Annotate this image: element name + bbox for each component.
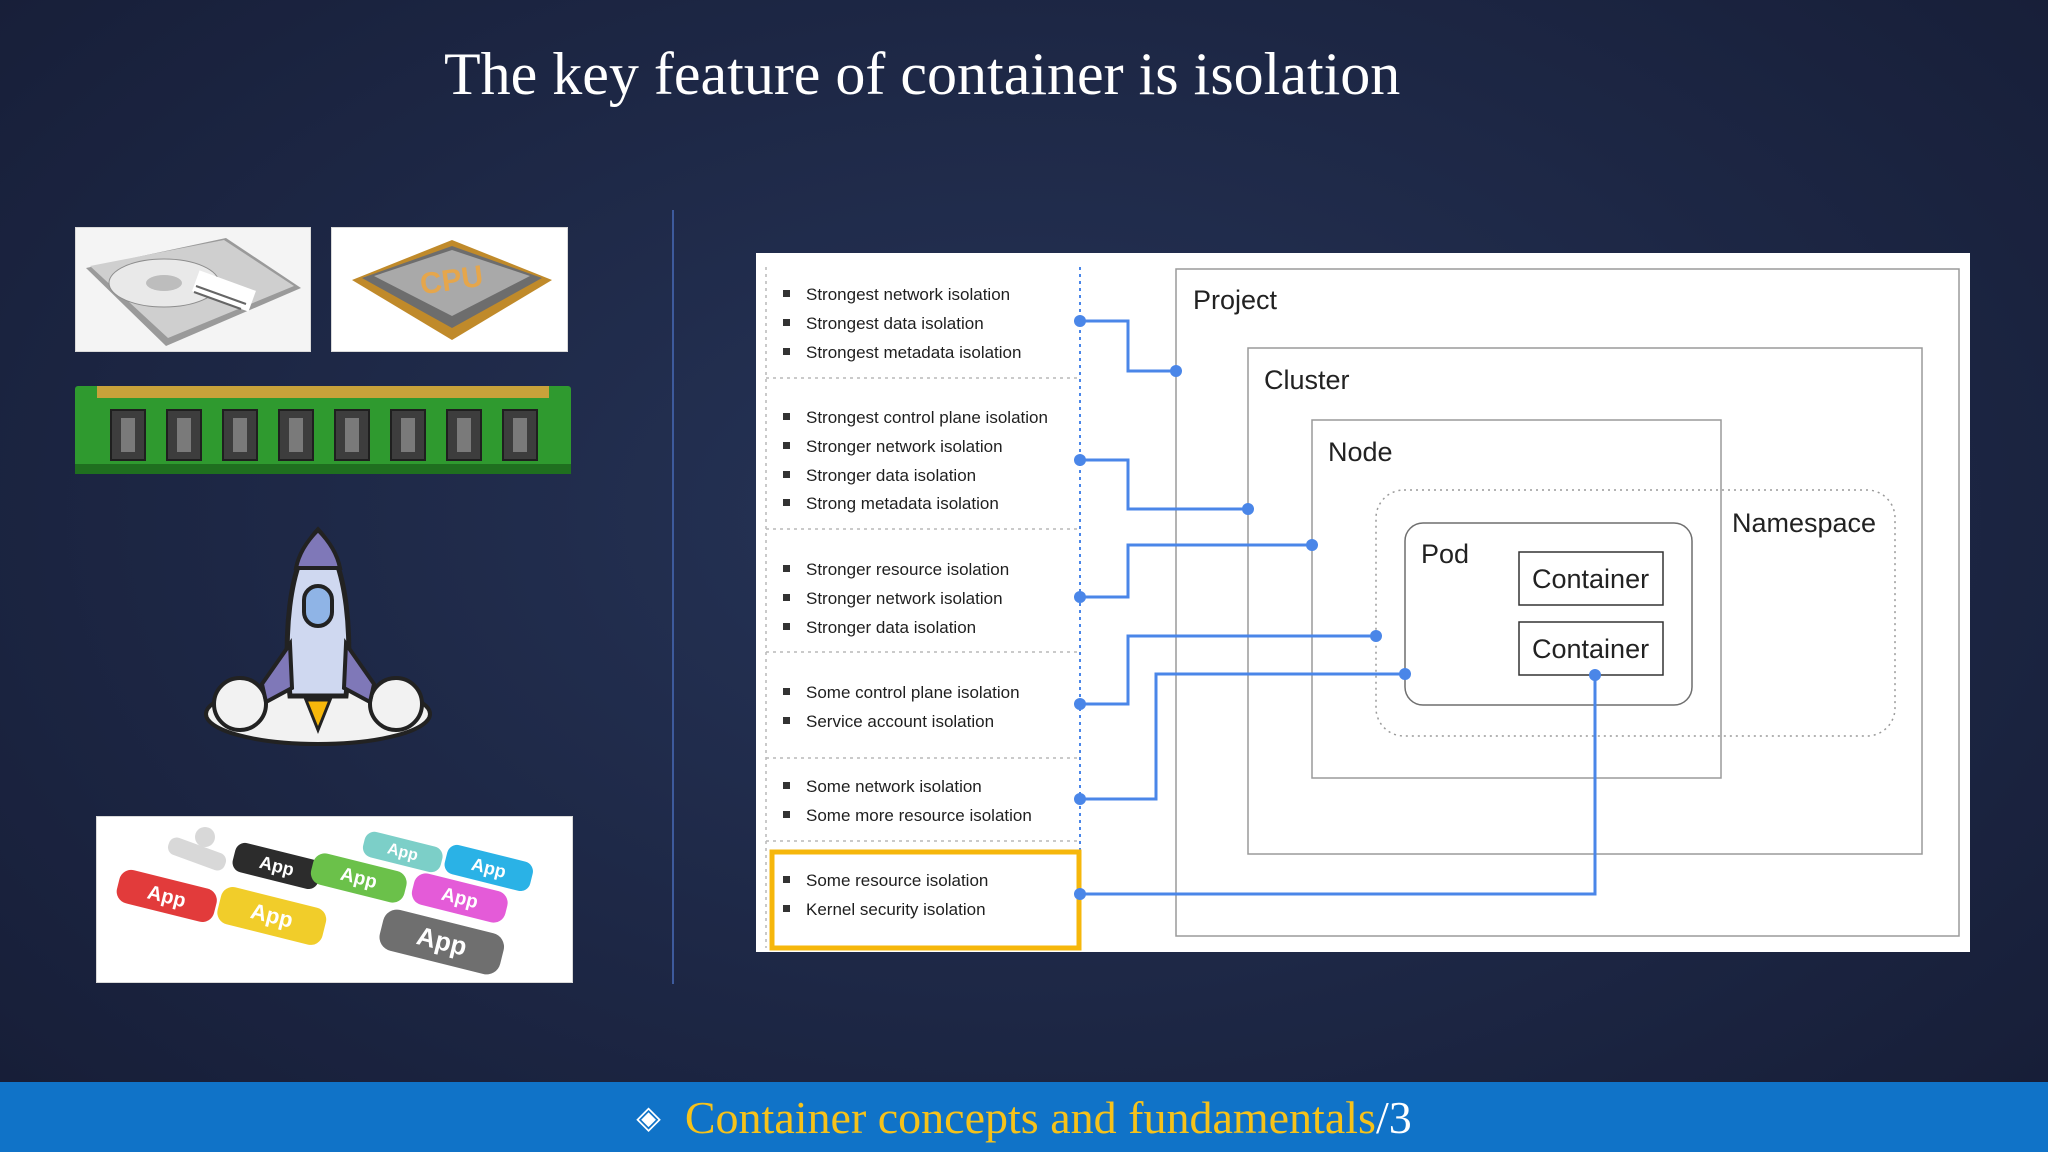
isolation-group-6: Some resource isolation Kernel security … xyxy=(783,871,988,919)
list-item: Stronger data isolation xyxy=(806,466,976,485)
list-item: Stronger data isolation xyxy=(806,618,976,637)
namespace-label: Namespace xyxy=(1732,508,1876,538)
list-item: Strong metadata isolation xyxy=(806,494,999,513)
container-label-2: Container xyxy=(1532,634,1649,664)
list-item: Strongest control plane isolation xyxy=(806,408,1048,427)
cpu-image: CPU xyxy=(331,227,568,352)
hard-drive-image xyxy=(75,227,311,352)
list-item: Stronger resource isolation xyxy=(806,560,1009,579)
list-item: Some control plane isolation xyxy=(806,683,1020,702)
node-box xyxy=(1311,419,1722,779)
isolation-group-3: Stronger resource isolation Stronger net… xyxy=(783,560,1009,637)
list-item: Some network isolation xyxy=(806,777,982,796)
list-item: Strongest metadata isolation xyxy=(806,343,1021,362)
vertical-divider xyxy=(672,210,674,984)
app-tiles-image: App App App App App App App App xyxy=(96,816,573,983)
container-label-1: Container xyxy=(1532,564,1649,594)
diamond-dot-icon: ◈ xyxy=(636,1098,661,1136)
project-label: Project xyxy=(1193,285,1278,315)
connector-lines xyxy=(1080,319,1597,896)
slide-title: The key feature of container is isolatio… xyxy=(444,41,1401,107)
footer-title: Container concepts and fundamentals xyxy=(684,1091,1376,1143)
cluster-label: Cluster xyxy=(1264,365,1350,395)
list-item: Kernel security isolation xyxy=(806,900,986,919)
page-number: 3 xyxy=(1388,1091,1412,1143)
isolation-group-2: Strongest control plane isolation Strong… xyxy=(783,408,1048,513)
namespace-box xyxy=(1375,489,1896,737)
cluster-box xyxy=(1247,347,1923,855)
highlight-box xyxy=(769,849,1082,951)
footer-separator: / xyxy=(1375,1091,1389,1143)
list-item: Strongest network isolation xyxy=(806,285,1010,304)
pod-label: Pod xyxy=(1421,539,1469,569)
footer-bar: ◈ Container concepts and fundamentals/3 xyxy=(0,1082,2048,1152)
list-item: Stronger network isolation xyxy=(806,589,1003,608)
container-box-1 xyxy=(1518,551,1664,606)
ram-module-image xyxy=(75,382,571,478)
isolation-diagram: Strongest network isolation Strongest da… xyxy=(756,253,1970,952)
list-item: Some more resource isolation xyxy=(806,806,1032,825)
node-label: Node xyxy=(1328,437,1393,467)
project-box xyxy=(1175,268,1960,937)
isolation-group-5: Some network isolation Some more resourc… xyxy=(783,777,1032,825)
isolation-group-4: Some control plane isolation Service acc… xyxy=(783,683,1020,731)
list-item: Strongest data isolation xyxy=(806,314,984,333)
list-item: Stronger network isolation xyxy=(806,437,1003,456)
rocket-image xyxy=(200,524,436,752)
list-item: Some resource isolation xyxy=(806,871,988,890)
connector-dots xyxy=(1074,315,1601,900)
isolation-group-1: Strongest network isolation Strongest da… xyxy=(783,285,1021,362)
list-item: Service account isolation xyxy=(806,712,994,731)
